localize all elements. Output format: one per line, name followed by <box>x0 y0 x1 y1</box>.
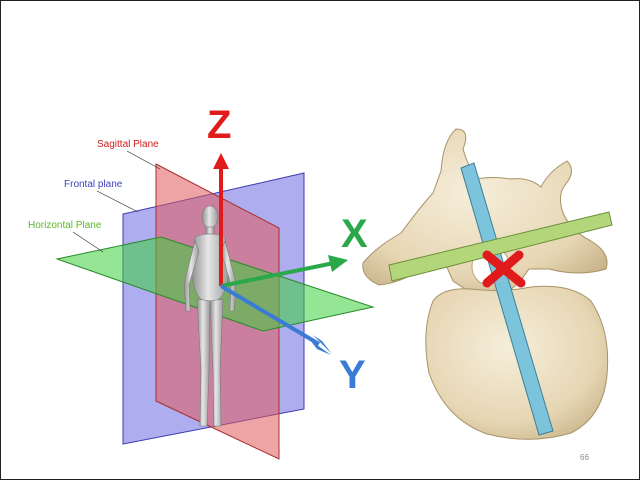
frontal-plane-leader <box>96 190 139 213</box>
frontal-plane-label: Frontal plane <box>64 179 123 190</box>
z-axis-label: Z <box>207 103 231 147</box>
z-axis-arrowhead <box>213 153 229 169</box>
horizontal-rod <box>388 211 613 282</box>
sagittal-plane-leader <box>126 150 161 170</box>
vertebra-icon <box>362 128 613 440</box>
horizontal-plane-leader <box>72 231 104 253</box>
y-axis-arrow <box>219 284 321 346</box>
x-axis-label: X <box>341 212 368 256</box>
sagittal-plane-label: Sagittal Plane <box>97 139 159 150</box>
y-axis-arrowhead <box>313 335 332 354</box>
red-x-mark-icon <box>482 250 526 288</box>
page-number: 66 <box>580 453 589 462</box>
y-axis-label: Y <box>339 353 366 397</box>
anatomical-planes-diagram: Z X Y Sagittal Plane Frontal plane Horiz… <box>28 103 375 460</box>
horizontal-plane-label: Horizontal Plane <box>28 220 102 231</box>
vertical-rod <box>460 162 554 436</box>
x-axis-arrowhead <box>328 255 348 272</box>
x-axis-arrow <box>220 261 335 288</box>
